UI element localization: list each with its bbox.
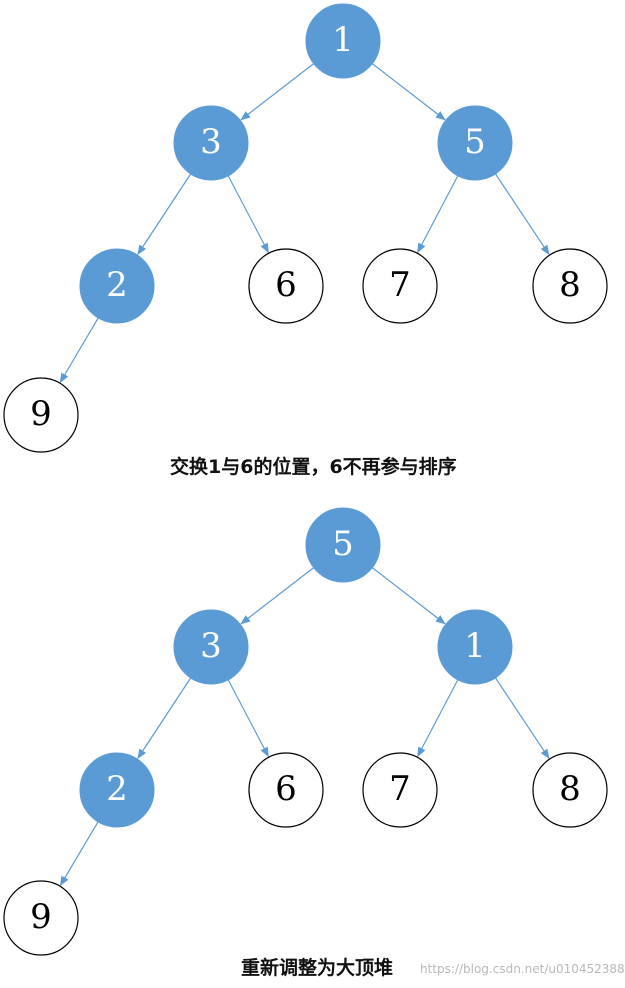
node-circle [248,752,324,828]
node-5: 5 [305,507,381,583]
node-label: 1 [332,20,354,60]
node-label: 5 [464,122,486,162]
node-circle [532,752,608,828]
node-circle-highlighted [437,609,513,685]
node-circle [362,752,438,828]
edge-a-c [370,61,446,121]
edge-b-e [226,173,269,254]
node-label: 8 [559,769,581,809]
node-6: 6 [248,248,324,324]
node-circle [362,248,438,324]
caption-swap-step: 交换1与6的位置，6不再参与排序 [170,456,457,478]
edge-c-g [493,171,550,256]
node-circle-highlighted [79,752,155,828]
caption-reheapify-step: 重新调整为大顶堆 [241,957,394,979]
node-label: 8 [559,265,581,305]
node-circle [3,880,79,956]
node-label: 2 [106,769,128,809]
edge-d-h [59,315,100,384]
node-label: 3 [200,626,222,666]
node-8: 8 [532,248,608,324]
node-1: 1 [305,3,381,79]
node-3: 3 [173,609,249,685]
node-6: 6 [248,752,324,828]
edge-a-c [370,565,446,625]
node-label: 7 [389,265,411,305]
node-2: 2 [79,248,155,324]
heap-tree-after-adjust: 5 3 1 2 6 7 8 9 [3,507,608,956]
node-label: 7 [389,769,411,809]
edge-c-f [417,677,460,758]
node-circle-highlighted [305,3,381,79]
watermark-text: https://blog.csdn.net/u010452388 [420,962,625,976]
node-circle-highlighted [79,248,155,324]
node-circle-highlighted [173,609,249,685]
node-label: 1 [464,626,486,666]
node-circle-highlighted [437,105,513,181]
edge-b-e [226,677,269,758]
node-label: 9 [30,394,52,434]
edge-b-d [137,675,193,760]
node-label: 6 [275,265,297,305]
node-8: 8 [532,752,608,828]
node-1: 1 [437,609,513,685]
node-9: 9 [3,377,79,453]
node-circle [3,377,79,453]
edge-b-d [137,171,193,256]
edge-a-b [240,565,316,625]
node-7: 7 [362,752,438,828]
node-label: 3 [200,122,222,162]
node-circle [532,248,608,324]
node-label: 9 [30,897,52,937]
edge-c-f [417,173,460,254]
node-label: 6 [275,769,297,809]
edge-d-h [59,819,100,887]
node-9: 9 [3,880,79,956]
node-label: 2 [106,265,128,305]
heap-tree-before-adjust: 1 3 5 2 6 7 8 9 [3,3,608,453]
node-3: 3 [173,105,249,181]
edge-a-b [240,61,316,121]
node-5: 5 [437,105,513,181]
node-circle-highlighted [305,507,381,583]
node-circle-highlighted [173,105,249,181]
node-circle [248,248,324,324]
node-2: 2 [79,752,155,828]
edge-c-g [493,675,550,760]
node-label: 5 [332,524,354,564]
node-7: 7 [362,248,438,324]
